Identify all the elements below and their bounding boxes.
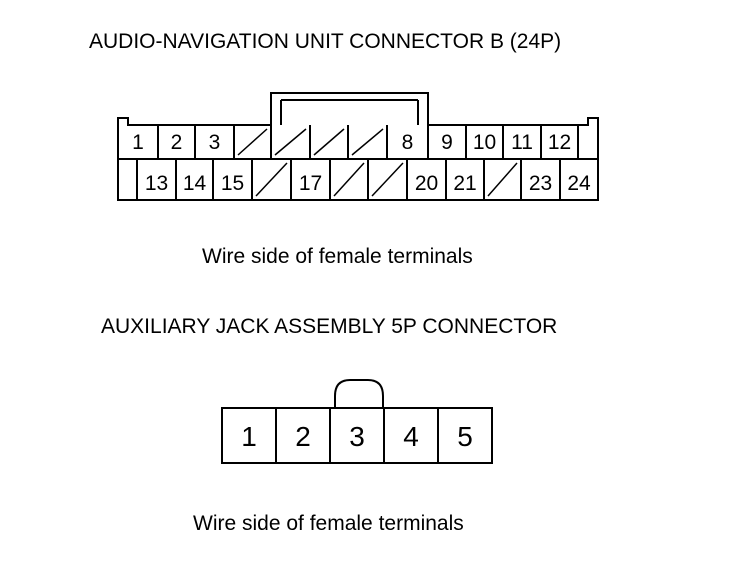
terminal-label: 14 <box>183 172 207 195</box>
unused-terminal-slash <box>237 128 268 156</box>
terminal-label: 23 <box>529 172 552 195</box>
connector-aux-pins: 1 2 3 4 5 <box>241 408 473 463</box>
terminal-label: 20 <box>415 172 438 195</box>
unused-terminal-slash <box>274 128 307 156</box>
connector-b-title: AUDIO-NAVIGATION UNIT CONNECTOR B (24P) <box>89 30 562 53</box>
unused-terminal-slash <box>351 128 384 156</box>
terminal-label: 1 <box>241 421 257 452</box>
terminal-label: 11 <box>511 131 533 154</box>
connector-aux-title: AUXILIARY JACK ASSEMBLY 5P CONNECTOR <box>101 315 558 338</box>
terminal-label: 2 <box>295 421 311 452</box>
terminal-label: 2 <box>171 131 183 154</box>
unused-terminal-slash <box>255 162 288 197</box>
terminal-label: 24 <box>567 172 591 195</box>
terminal-label: 1 <box>132 131 144 154</box>
terminal-label: 3 <box>209 131 221 154</box>
connector-aux-housing <box>221 407 493 464</box>
terminal-label: 4 <box>403 421 419 452</box>
unused-terminal-slash <box>333 162 365 197</box>
terminal-label: 10 <box>473 131 496 154</box>
unused-terminal-slash <box>371 162 404 197</box>
terminal-label: 13 <box>145 172 168 195</box>
terminal-label: 5 <box>457 421 473 452</box>
unused-terminal-slash <box>313 128 345 156</box>
connector-aux-lock <box>334 379 384 408</box>
connector-aux-note: Wire side of female terminals <box>193 512 464 535</box>
terminal-label: 21 <box>453 172 476 195</box>
terminal-label: 8 <box>402 131 414 154</box>
terminal-label: 12 <box>548 131 571 154</box>
unused-terminal-slash <box>487 162 518 197</box>
terminal-label: 15 <box>221 172 244 195</box>
terminal-label: 3 <box>349 421 365 452</box>
connector-b-bottom-row: 13 14 15 17 20 21 23 24 <box>136 159 599 200</box>
terminal-label: 9 <box>441 131 453 154</box>
connector-b-note: Wire side of female terminals <box>202 245 473 268</box>
terminal-label: 17 <box>299 172 322 195</box>
